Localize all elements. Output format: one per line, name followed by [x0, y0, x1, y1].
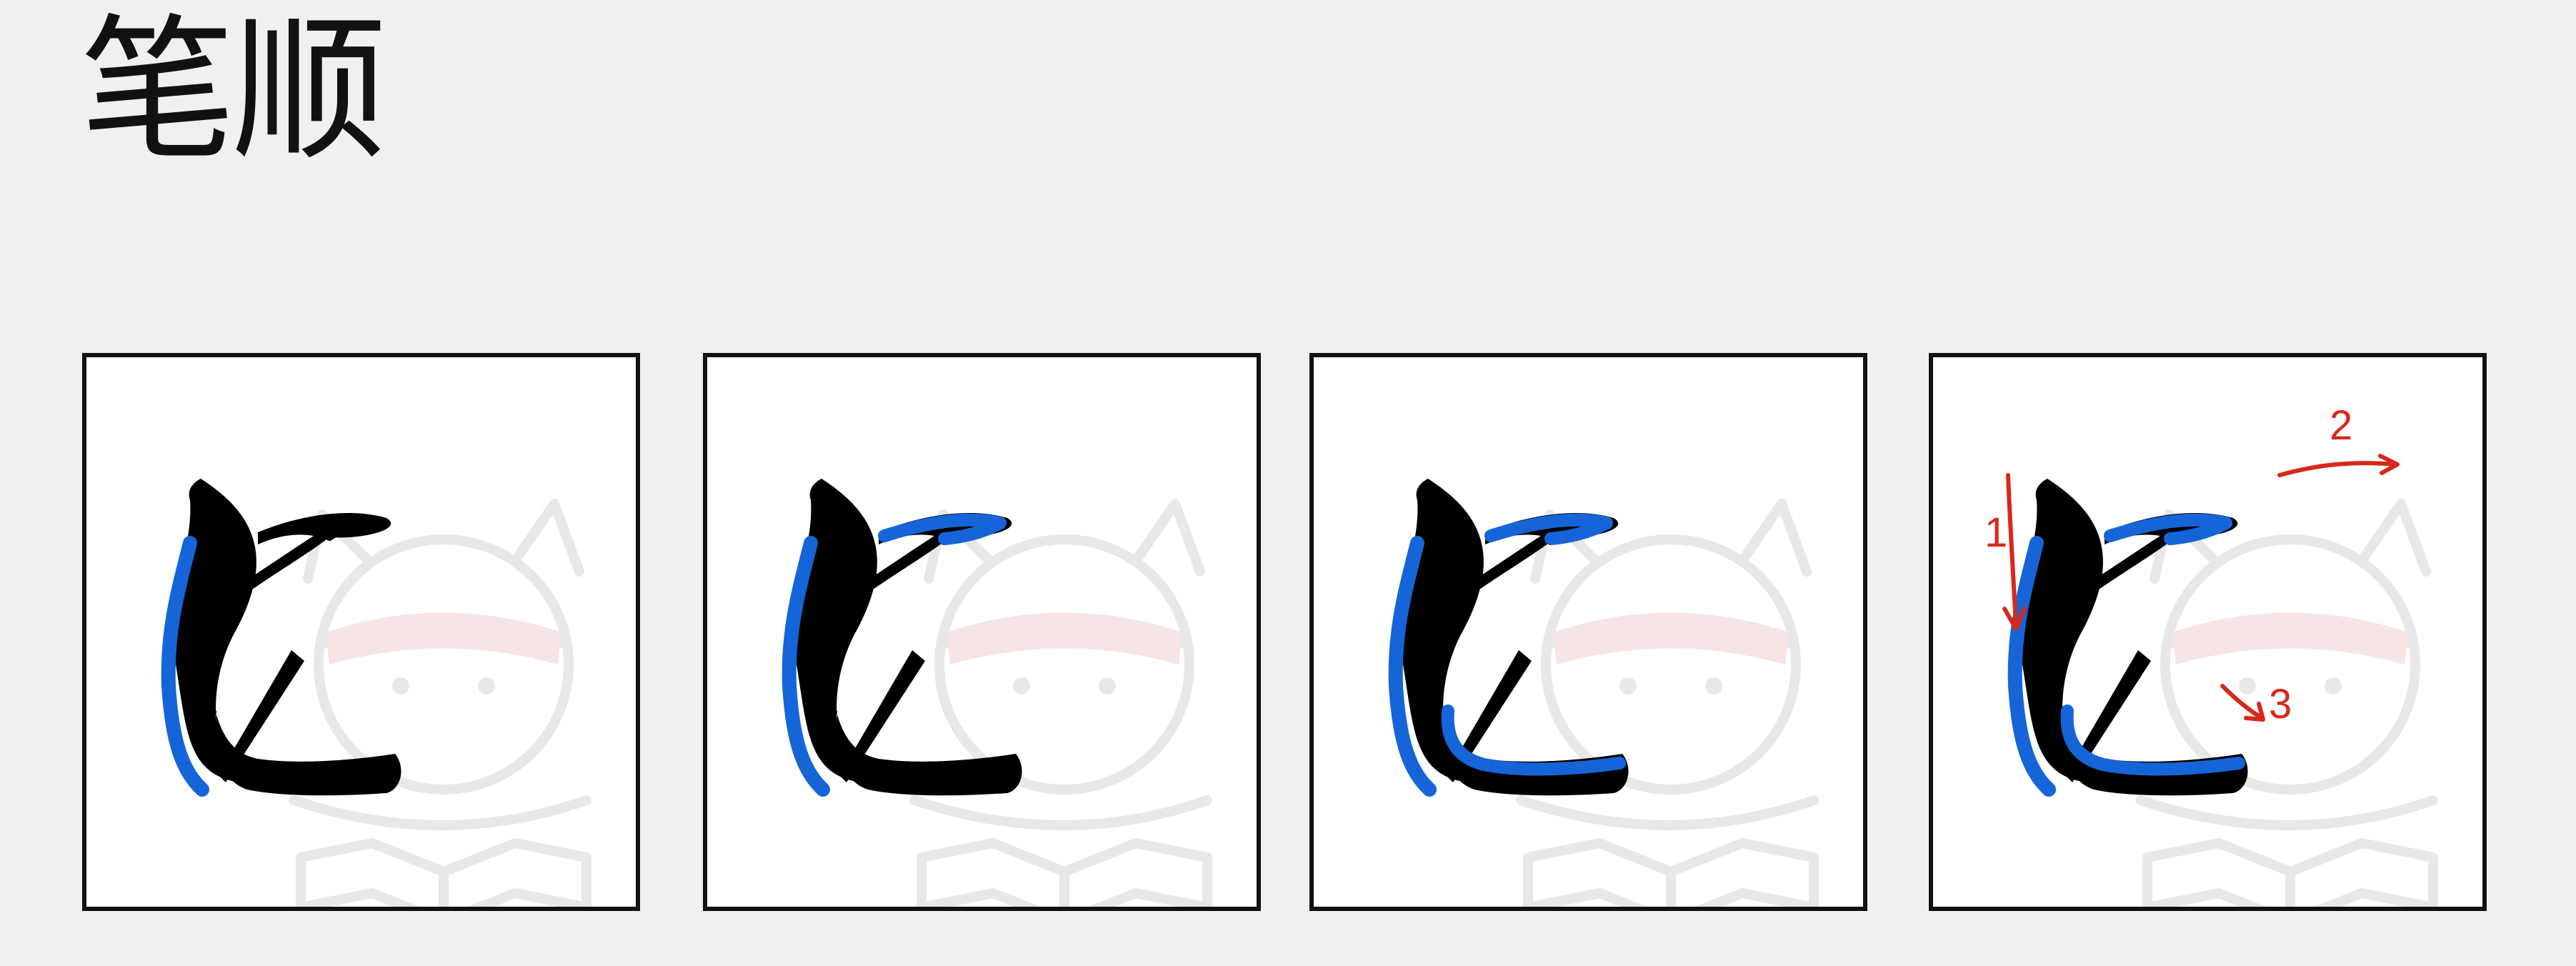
mascot-watermark-icon: [914, 504, 1207, 907]
page-title: 笔顺: [80, 1, 387, 181]
stroke-diagram-step-3: [1314, 357, 1863, 907]
mascot-watermark-icon: [294, 504, 586, 907]
stroke-3-arrow-icon: [2220, 684, 2265, 722]
stroke-order-panel-annotated: 1 2 3: [1929, 353, 2487, 911]
stroke-order-panel-step-2: [703, 353, 1261, 911]
stroke-3-number: 3: [2269, 681, 2292, 727]
stroke-1-number: 1: [1985, 509, 2007, 556]
mascot-watermark-icon: [1521, 504, 1814, 907]
stroke-2-arrow-icon: [2277, 454, 2400, 477]
stroke-order-panel-step-1: [82, 353, 640, 911]
stroke-diagram-step-2: [707, 357, 1257, 907]
stroke-diagram-step-1: [86, 357, 636, 907]
stroke-order-panel-step-3: [1309, 353, 1867, 911]
stroke-diagram-annotated: 1 2 3: [1985, 402, 2482, 907]
stroke-2-number: 2: [2330, 402, 2352, 449]
stroke-1-arrow-icon: [2002, 473, 2027, 631]
